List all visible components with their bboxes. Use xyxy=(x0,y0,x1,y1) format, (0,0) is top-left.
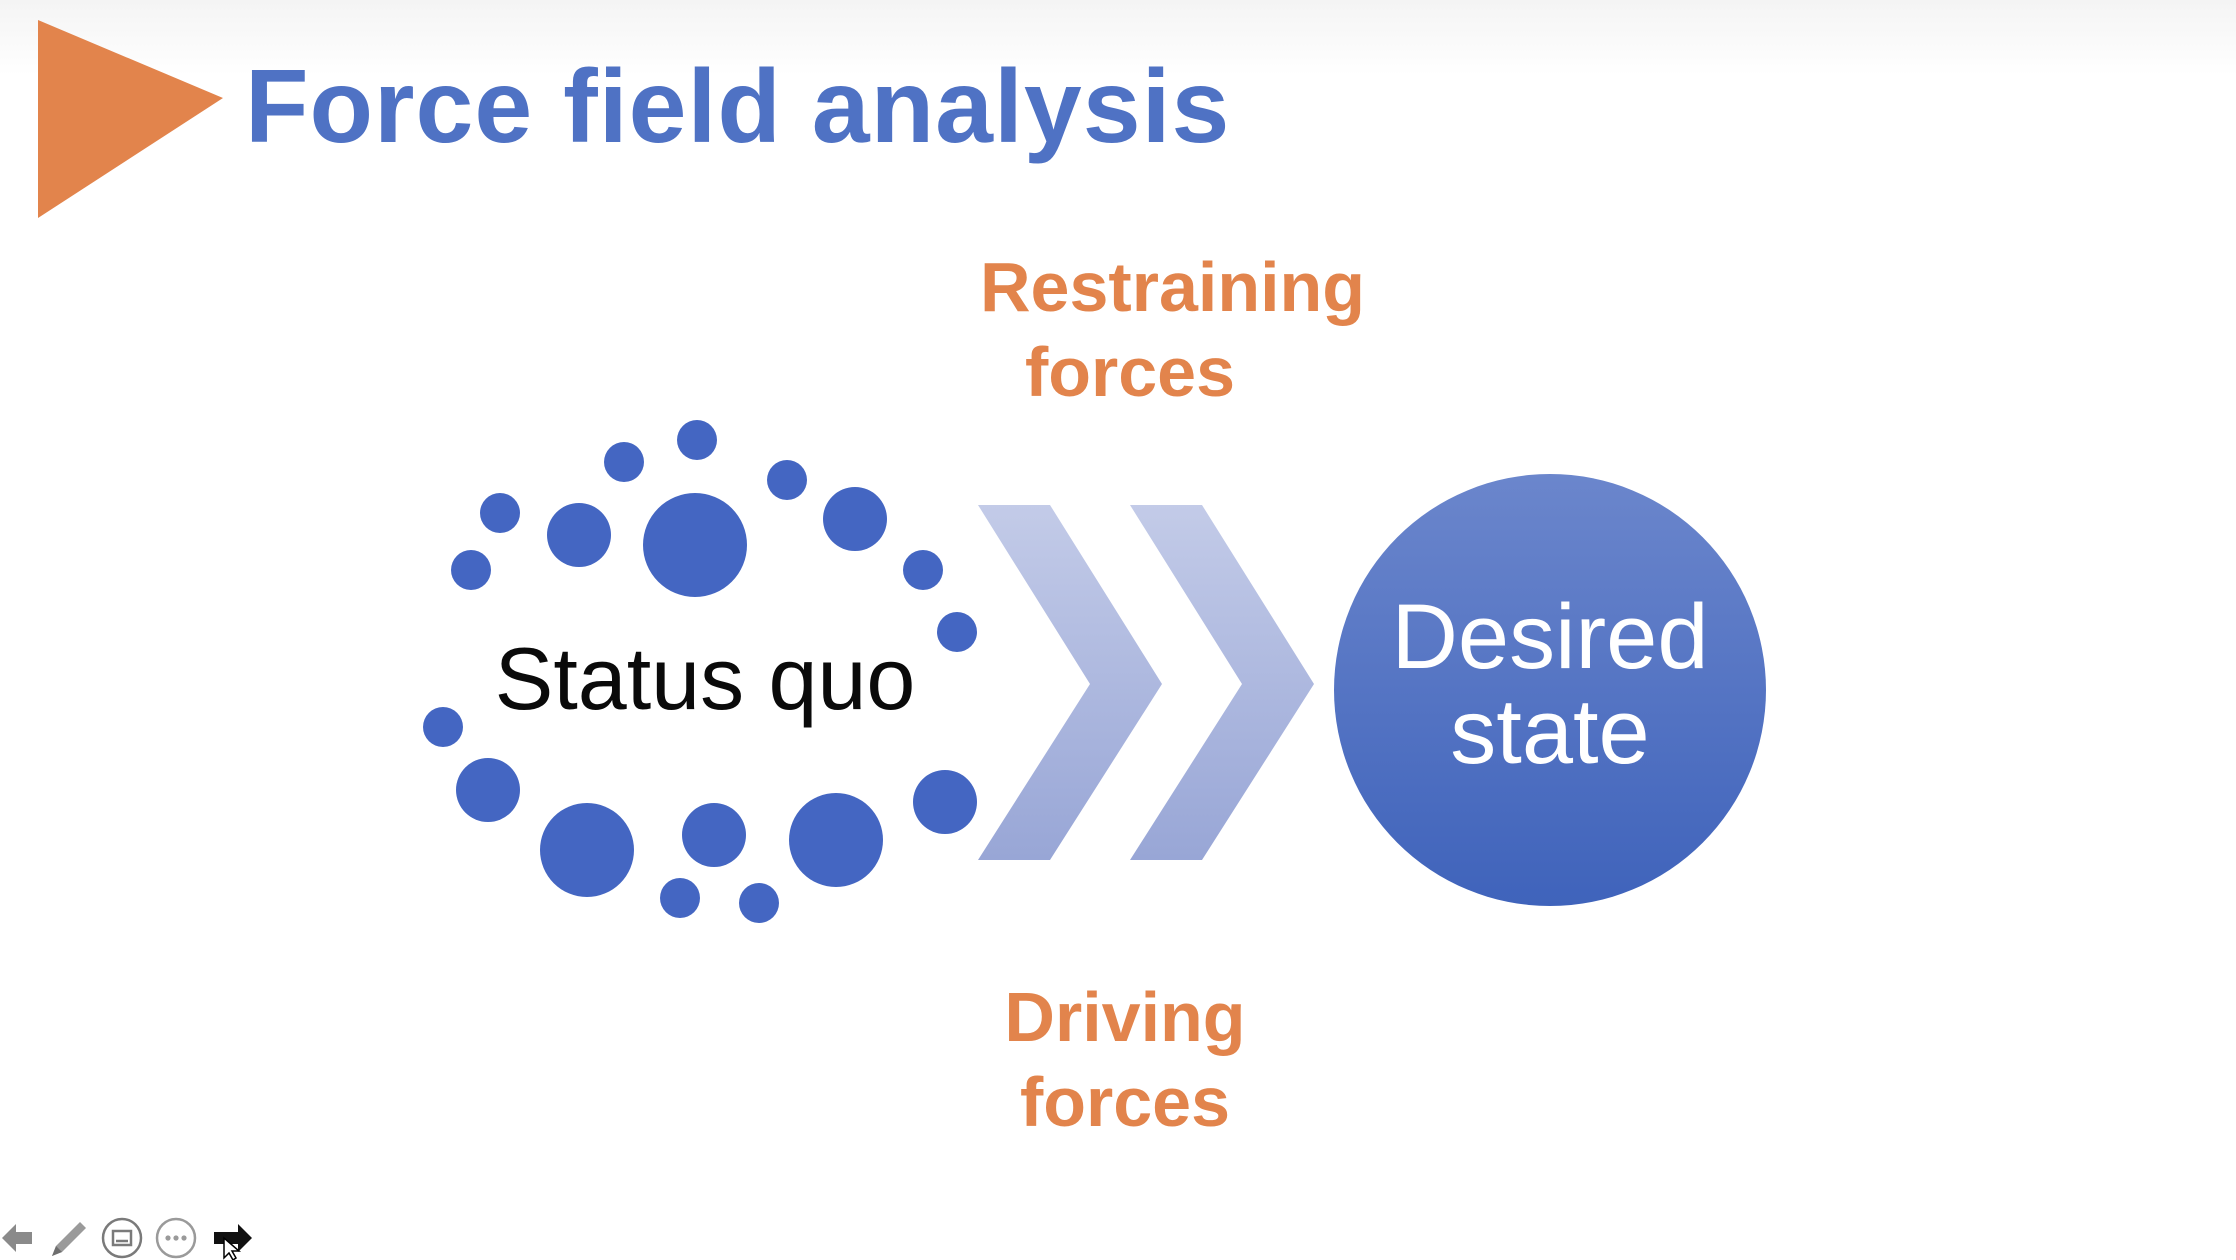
dot xyxy=(451,550,491,590)
driving-forces-label: Driving forces xyxy=(975,975,1275,1145)
presentation-toolbar xyxy=(0,1212,280,1260)
arrow-left-icon xyxy=(2,1224,32,1252)
status-quo-dots xyxy=(423,420,977,923)
desired-state-line-2: state xyxy=(1450,681,1650,783)
next-slide-button[interactable] xyxy=(210,1216,254,1260)
dot xyxy=(677,420,717,460)
dot xyxy=(540,803,634,897)
arrow-right-icon xyxy=(214,1224,252,1260)
restraining-forces-line-2: forces xyxy=(1024,333,1236,411)
title-triangle-icon xyxy=(38,20,223,218)
driving-forces-line-2: forces xyxy=(1019,1063,1231,1141)
dot xyxy=(547,503,611,567)
slide-overview-button[interactable] xyxy=(100,1216,144,1260)
dot xyxy=(903,550,943,590)
slide-title: Force field analysis xyxy=(245,49,1231,165)
chevron-arrows xyxy=(978,505,1314,860)
dot xyxy=(937,612,977,652)
dot xyxy=(423,707,463,747)
dot xyxy=(789,793,883,887)
dot xyxy=(456,758,520,822)
dot xyxy=(913,770,977,834)
dot xyxy=(823,487,887,551)
slides-grid-icon xyxy=(101,1217,143,1259)
desired-state-label: Desired state xyxy=(1335,590,1765,780)
dot xyxy=(739,883,779,923)
desired-state-circle xyxy=(1334,474,1766,906)
chevron-1 xyxy=(978,505,1162,860)
dot xyxy=(767,460,807,500)
mouse-cursor-icon xyxy=(223,1236,242,1260)
ellipsis-icon xyxy=(155,1217,197,1259)
chevron-2 xyxy=(1130,505,1314,860)
dot xyxy=(480,493,520,533)
more-options-button[interactable] xyxy=(154,1216,198,1260)
dot xyxy=(643,493,747,597)
pen-icon xyxy=(52,1222,86,1256)
dot xyxy=(660,878,700,918)
dot xyxy=(682,803,746,867)
driving-forces-line-1: Driving xyxy=(1004,978,1246,1056)
status-quo-label: Status quo xyxy=(494,629,916,728)
dot xyxy=(604,442,644,482)
previous-slide-button[interactable] xyxy=(0,1216,44,1260)
pen-button[interactable] xyxy=(46,1216,90,1260)
desired-state-line-1: Desired xyxy=(1391,586,1709,688)
